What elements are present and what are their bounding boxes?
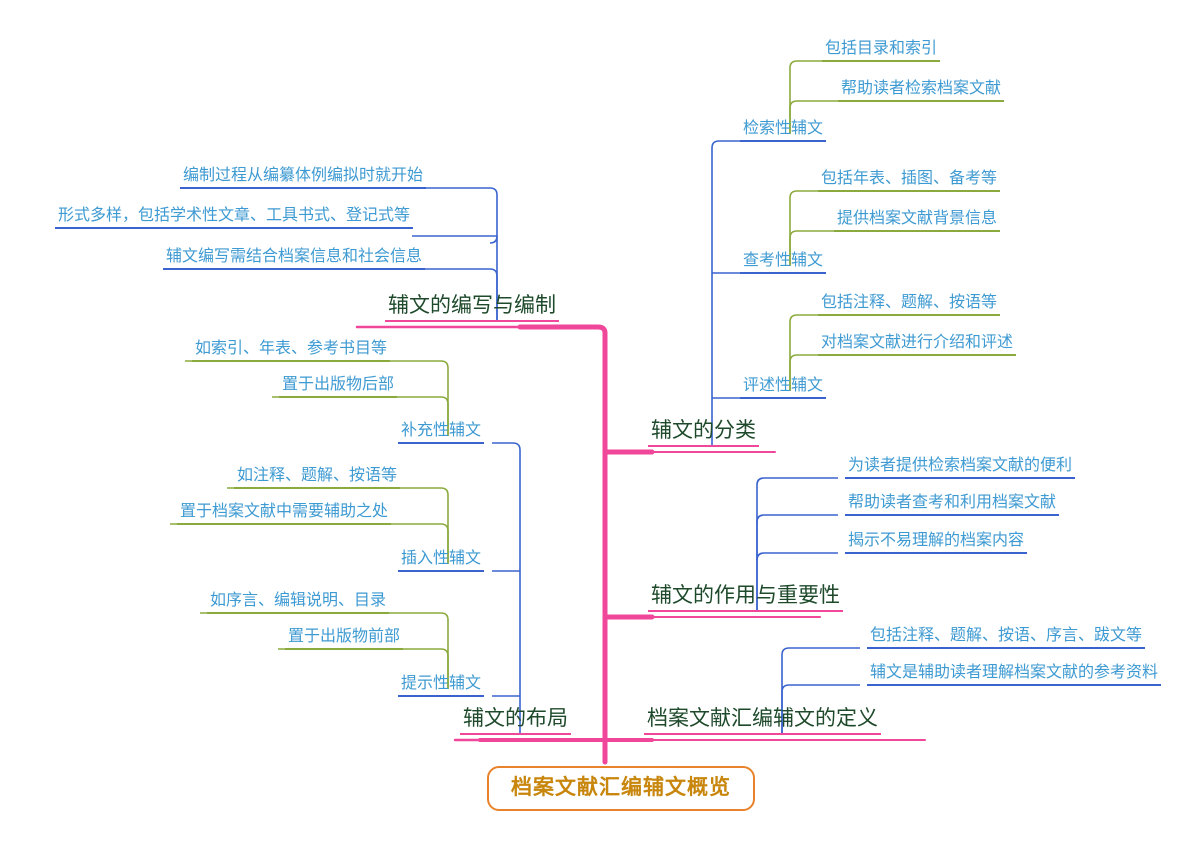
node-buchong-leaf-1-label: 如索引、年表、参考书目等 [192, 341, 391, 362]
node-charu-leaf-2[interactable]: 置于档案文献中需要辅助之处 [177, 504, 392, 529]
branch-fenlei[interactable]: 辅文的分类 [648, 420, 759, 452]
branch-dingyi[interactable]: 档案文献汇编辅文的定义 [644, 708, 881, 740]
node-dingyi-child-1[interactable]: 包括注释、题解、按语、序言、跋文等 [867, 628, 1146, 653]
node-jiansuo-leaf-1-label: 包括目录和索引 [822, 41, 941, 62]
branch-buju[interactable]: 辅文的布局 [460, 708, 571, 740]
node-jiansuo-leaf-2[interactable]: 帮助读者检索档案文献 [838, 81, 1005, 106]
node-jiansuo[interactable]: 检索性辅文 [740, 121, 827, 146]
node-buchong[interactable]: 补充性辅文 [398, 423, 485, 448]
node-tishi[interactable]: 提示性辅文 [398, 676, 485, 701]
node-tishi-leaf-1-label: 如序言、编辑说明、目录 [207, 593, 390, 614]
node-zuoyong-child-3-label: 揭示不易理解的档案内容 [845, 533, 1028, 554]
branch-dingyi-label: 档案文献汇编辅文的定义 [644, 708, 881, 735]
node-pingshu-leaf-1-label: 包括注释、题解、按语等 [818, 295, 1001, 316]
branch-fenlei-label: 辅文的分类 [648, 420, 759, 447]
node-tishi-leaf-2-label: 置于出版物前部 [285, 629, 404, 650]
node-charu[interactable]: 插入性辅文 [398, 551, 485, 576]
branch-zuoyong[interactable]: 辅文的作用与重要性 [648, 585, 843, 617]
branch-buju-label: 辅文的布局 [460, 708, 571, 735]
node-charu-leaf-1-label: 如注释、题解、按语等 [234, 468, 401, 489]
node-buchong-leaf-2[interactable]: 置于出版物后部 [279, 377, 398, 402]
node-bianxie-child-2-label: 形式多样，包括学术性文章、工具书式、登记式等 [55, 208, 414, 229]
node-dingyi-child-2-label: 辅文是辅助读者理解档案文献的参考资料 [867, 665, 1162, 686]
node-zuoyong-child-1[interactable]: 为读者提供检索档案文献的便利 [845, 458, 1076, 483]
node-charu-label: 插入性辅文 [398, 551, 485, 572]
node-pingshu-leaf-1[interactable]: 包括注释、题解、按语等 [818, 295, 1001, 320]
branch-bianxie-label: 辅文的编写与编制 [385, 295, 559, 322]
node-zuoyong-child-2[interactable]: 帮助读者查考和利用档案文献 [845, 495, 1060, 520]
node-pingshu[interactable]: 评述性辅文 [740, 378, 827, 403]
node-bianxie-child-3[interactable]: 辅文编写需结合档案信息和社会信息 [163, 249, 426, 274]
node-buchong-leaf-2-label: 置于出版物后部 [279, 377, 398, 398]
node-tishi-leaf-1[interactable]: 如序言、编辑说明、目录 [207, 593, 390, 618]
node-chakao-label: 查考性辅文 [740, 253, 827, 274]
node-pingshu-leaf-2[interactable]: 对档案文献进行介绍和评述 [818, 335, 1017, 360]
node-bianxie-child-1-label: 编制过程从编纂体例编拟时就开始 [180, 168, 427, 189]
node-chakao-leaf-1-label: 包括年表、插图、备考等 [818, 171, 1001, 192]
node-chakao-leaf-1[interactable]: 包括年表、插图、备考等 [818, 171, 1001, 196]
node-zuoyong-child-1-label: 为读者提供检索档案文献的便利 [845, 458, 1076, 479]
node-bianxie-child-1[interactable]: 编制过程从编纂体例编拟时就开始 [180, 168, 427, 193]
node-tishi-label: 提示性辅文 [398, 676, 485, 697]
node-charu-leaf-1[interactable]: 如注释、题解、按语等 [234, 468, 401, 493]
node-chakao[interactable]: 查考性辅文 [740, 253, 827, 278]
node-dingyi-child-1-label: 包括注释、题解、按语、序言、跋文等 [867, 628, 1146, 649]
node-buchong-leaf-1[interactable]: 如索引、年表、参考书目等 [192, 341, 391, 366]
node-jiansuo-leaf-1[interactable]: 包括目录和索引 [822, 41, 941, 66]
node-chakao-leaf-2-label: 提供档案文献背景信息 [834, 211, 1001, 232]
node-zuoyong-child-3[interactable]: 揭示不易理解的档案内容 [845, 533, 1028, 558]
root-node[interactable]: 档案文献汇编辅文概览 [487, 766, 755, 811]
branch-zuoyong-label: 辅文的作用与重要性 [648, 585, 843, 612]
node-charu-leaf-2-label: 置于档案文献中需要辅助之处 [177, 504, 392, 525]
node-buchong-label: 补充性辅文 [398, 423, 485, 444]
node-zuoyong-child-2-label: 帮助读者查考和利用档案文献 [845, 495, 1060, 516]
node-bianxie-child-3-label: 辅文编写需结合档案信息和社会信息 [163, 249, 426, 270]
node-jiansuo-label: 检索性辅文 [740, 121, 827, 142]
node-pingshu-label: 评述性辅文 [740, 378, 827, 399]
node-jiansuo-leaf-2-label: 帮助读者检索档案文献 [838, 81, 1005, 102]
node-dingyi-child-2[interactable]: 辅文是辅助读者理解档案文献的参考资料 [867, 665, 1162, 690]
node-tishi-leaf-2[interactable]: 置于出版物前部 [285, 629, 404, 654]
node-chakao-leaf-2[interactable]: 提供档案文献背景信息 [834, 211, 1001, 236]
node-bianxie-child-2[interactable]: 形式多样，包括学术性文章、工具书式、登记式等 [55, 208, 414, 233]
node-pingshu-leaf-2-label: 对档案文献进行介绍和评述 [818, 335, 1017, 356]
branch-bianxie[interactable]: 辅文的编写与编制 [385, 295, 559, 327]
root-node-label: 档案文献汇编辅文概览 [511, 776, 731, 799]
